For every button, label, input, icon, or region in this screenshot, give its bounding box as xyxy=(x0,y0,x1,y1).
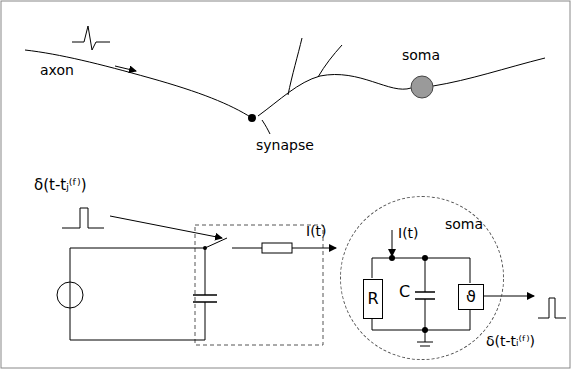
wire xyxy=(372,309,470,330)
soma-circle: somaRϑ xyxy=(340,196,504,360)
dendrite-branch xyxy=(262,120,270,134)
node-text: R xyxy=(367,290,378,308)
circuit-element: R xyxy=(363,279,383,319)
synapse-box xyxy=(195,225,323,345)
dendrite xyxy=(258,75,411,116)
node-text: ϑ xyxy=(466,288,476,306)
wire xyxy=(372,258,470,283)
dendrite xyxy=(433,58,545,86)
switch xyxy=(205,238,227,248)
signal-name: δ(t-tᵢ⁽ᶠ⁾) xyxy=(486,334,535,349)
capacitor-symbol xyxy=(415,291,435,293)
input-arrow xyxy=(110,216,222,238)
wire xyxy=(70,302,205,340)
axon-line xyxy=(25,50,252,118)
part-name: axon xyxy=(40,63,74,78)
component-label: C xyxy=(399,283,410,301)
pulse-icon xyxy=(62,208,104,228)
current-source xyxy=(57,282,83,308)
dendrite-branch xyxy=(318,45,342,77)
part-name: synapse xyxy=(256,138,314,153)
ground-symbol xyxy=(417,342,433,343)
node-text: soma xyxy=(445,217,483,232)
direction-arrow xyxy=(115,66,136,71)
dendrite-branch xyxy=(288,38,302,95)
signal-name: I(t) xyxy=(306,224,327,239)
signal-name: I(t) xyxy=(398,226,419,241)
pulse-icon xyxy=(538,298,566,318)
signal-name: δ(t-tⱼ⁽ᶠ⁾) xyxy=(34,177,87,194)
wire xyxy=(70,248,205,282)
synapse-dot xyxy=(248,114,256,122)
spike-icon xyxy=(72,26,110,50)
node-text: soma xyxy=(402,48,442,63)
input-current xyxy=(392,230,393,256)
soma-cell xyxy=(411,76,433,98)
resistor-symbol xyxy=(262,243,292,253)
circuit-element: ϑ xyxy=(458,284,484,310)
output-current xyxy=(292,248,336,249)
soma-label-node: soma xyxy=(402,48,442,66)
output-spike xyxy=(483,296,534,297)
capacitor-symbol xyxy=(193,294,217,296)
